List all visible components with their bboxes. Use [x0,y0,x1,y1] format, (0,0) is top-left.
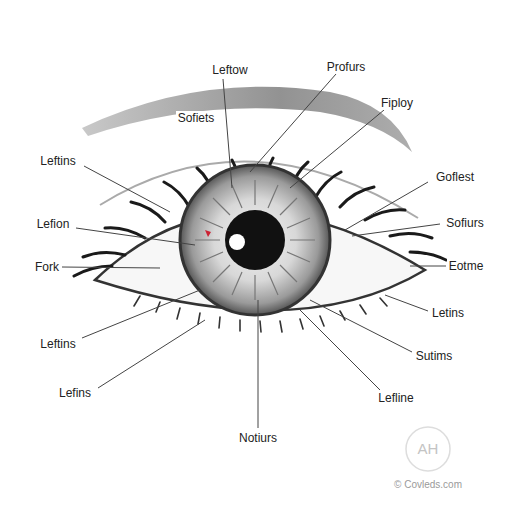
watermark-circle [406,427,450,471]
part-label: Notiurs [237,431,279,445]
part-label: Leftow [210,63,249,77]
leader-lines [62,74,446,428]
watermark: AH [416,442,441,456]
part-label: Leftins [38,154,77,168]
part-label: Leftins [38,337,77,351]
highlight [229,234,245,250]
part-label: Sofiurs [444,216,485,230]
part-label: Profurs [325,60,368,74]
watermark: © Covleds.com [392,478,464,492]
part-label: Fiploy [379,96,415,110]
part-label: Sutims [414,349,455,363]
part-label: Eotme [447,259,486,273]
part-label: Letins [430,306,466,320]
part-label: Lefion [35,217,72,231]
red-mark [205,230,211,237]
pupil [225,210,285,270]
iris-fibres [195,180,315,300]
part-label: Lefline [376,391,415,405]
eyebrow [82,87,412,152]
part-label: Goflest [434,170,476,184]
part-label: Lefins [57,386,93,400]
part-label: Sofiets [176,111,217,125]
iris [180,165,330,315]
part-label: Fork [33,260,61,274]
